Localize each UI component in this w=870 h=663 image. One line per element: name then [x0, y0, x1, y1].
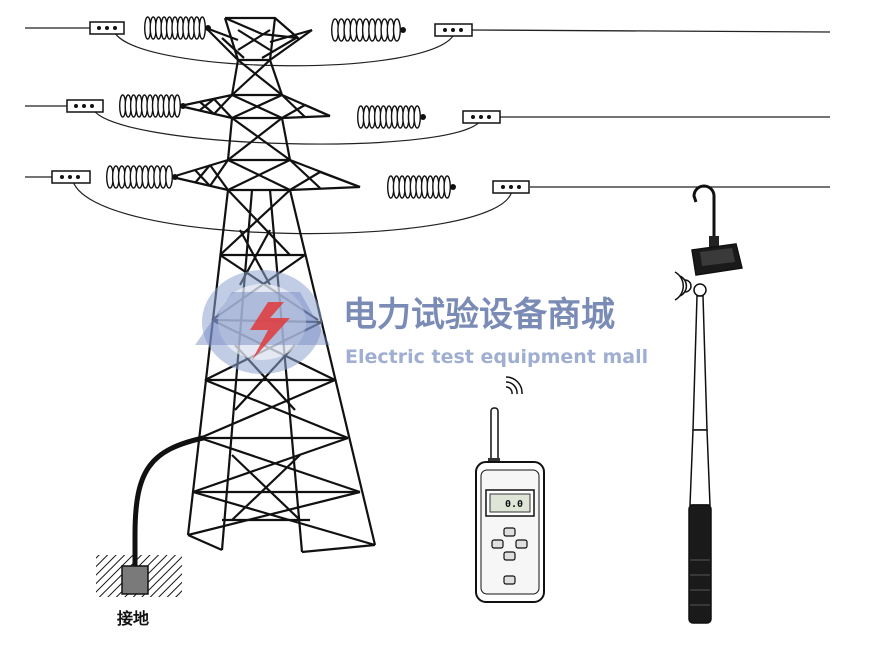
pole-handle: [688, 504, 712, 624]
insulator-disc: [164, 165, 173, 189]
insulator-disc: [413, 105, 422, 129]
receiver-button-left[interactable]: [491, 539, 504, 549]
sensor-signal-icon: [674, 271, 692, 301]
receiver-button-power[interactable]: [503, 575, 516, 585]
ground-electrode: [121, 565, 149, 595]
receiver-button-right[interactable]: [515, 539, 528, 549]
watermark: 电力试验设备商城 Electric test equipment mall: [195, 270, 648, 374]
line-clamps: [51, 21, 530, 194]
receiver-signal-icon: [505, 376, 523, 395]
receiver-button-down[interactable]: [503, 551, 516, 561]
hook: [692, 184, 716, 237]
hot-stick-sensor: [674, 184, 743, 624]
watermark-cn: 电力试验设备商城: [343, 295, 615, 335]
hook-collar: [709, 236, 719, 248]
power-lines: [25, 27, 831, 188]
sensor-joint: [693, 283, 707, 297]
clamp-bolts: [60, 26, 521, 189]
antenna: [490, 407, 499, 464]
ground-connection: 接地: [96, 435, 204, 628]
handheld-receiver: 0.0: [475, 376, 545, 603]
receiver-button-up[interactable]: [503, 527, 516, 537]
lcd-reading: 0.0: [505, 499, 523, 510]
insulator-disc: [173, 94, 182, 118]
insulator-strings: [105, 16, 456, 199]
watermark-logo: [195, 270, 330, 374]
insulator-disc: [443, 175, 452, 199]
lcd-screen: [489, 493, 531, 513]
watermark-en: Electric test equipment mall: [345, 346, 648, 368]
insulator-cap: [450, 184, 456, 190]
pole-middle: [689, 429, 711, 506]
insulator-disc: [198, 16, 207, 40]
transmission-tower: [171, 16, 377, 554]
insulator-cap: [420, 114, 426, 120]
ground-label: 接地: [117, 609, 149, 628]
pole-upper: [692, 295, 708, 431]
insulator-disc: [392, 18, 402, 42]
insulator-cap: [400, 27, 406, 33]
